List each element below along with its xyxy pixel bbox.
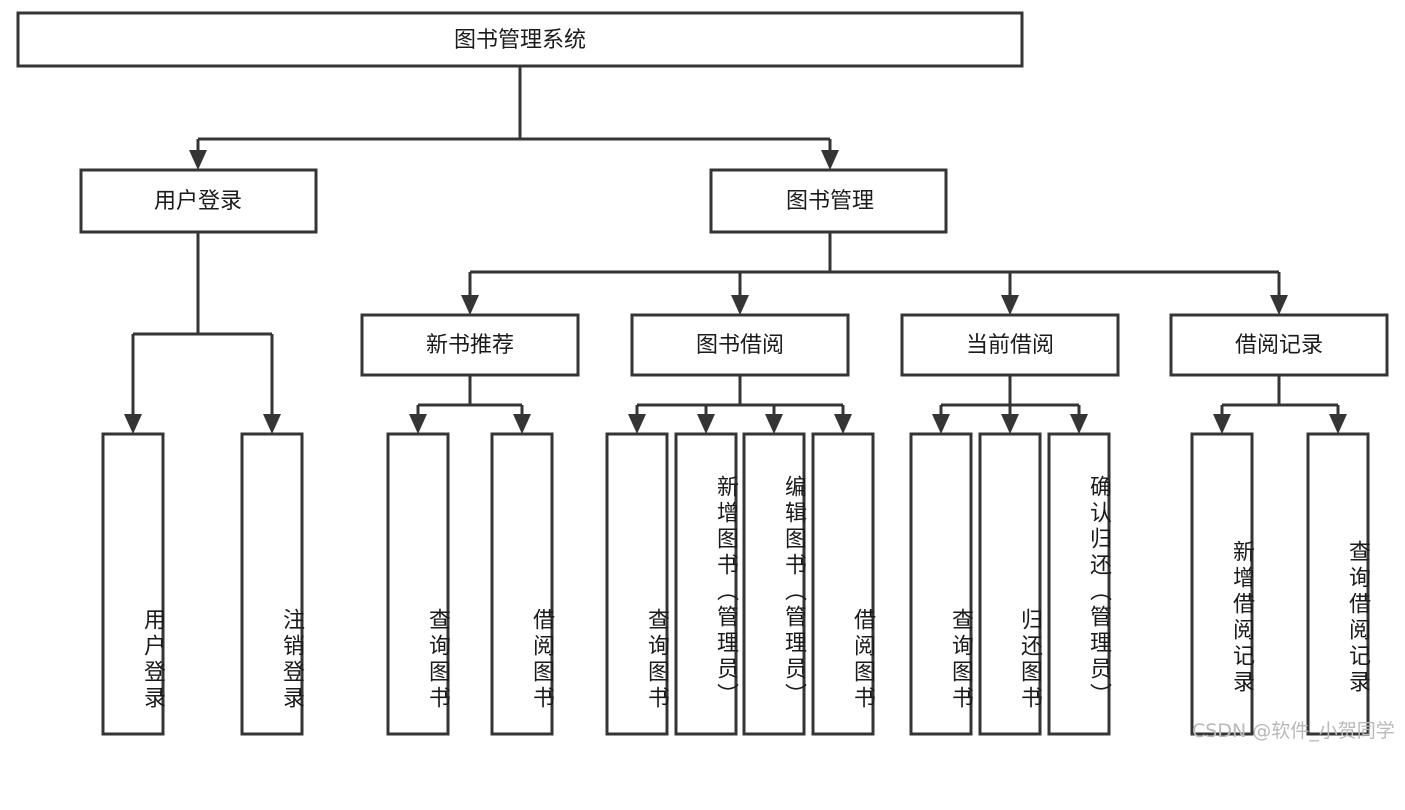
node-root[interactable]: 图书管理系统 xyxy=(16,11,1024,68)
arrow-to-leaf-query-book-2 xyxy=(628,414,646,434)
node-leaf-query-book-2-box[interactable] xyxy=(605,432,669,736)
arrow-to-borrow-record xyxy=(1270,295,1288,315)
node-leaf-borrow-book-2-box[interactable] xyxy=(811,432,875,736)
arrow-to-leaf-user-login xyxy=(124,414,142,434)
node-root-label: 图书管理系统 xyxy=(454,28,586,53)
node-book-manage-label: 图书管理 xyxy=(786,189,874,214)
node-leaf-borrow-book-1-box[interactable] xyxy=(490,432,554,736)
node-book-manage[interactable]: 图书管理 xyxy=(709,168,948,234)
arrow-to-leaf-query-book-1 xyxy=(409,414,427,434)
connector-user-login-to-leaves xyxy=(124,232,281,434)
node-book-borrow-label: 图书借阅 xyxy=(696,333,784,358)
node-borrow-record[interactable]: 借阅记录 xyxy=(1169,313,1389,377)
connector-borrow-record-to-leaves xyxy=(1213,375,1347,434)
node-leaf-edit-book-box[interactable] xyxy=(742,432,806,736)
arrow-to-current-borrow xyxy=(1001,295,1019,315)
node-book-borrow[interactable]: 图书借阅 xyxy=(630,313,850,377)
node-new-book-recommend-label: 新书推荐 xyxy=(426,333,514,358)
arrow-to-leaf-add-book xyxy=(697,414,715,434)
connector-current-borrow-to-leaves xyxy=(932,375,1088,434)
arrow-to-book-borrow xyxy=(731,295,749,315)
arrow-to-leaf-borrow-book-1 xyxy=(513,414,531,434)
node-user-login-label: 用户登录 xyxy=(154,189,242,214)
connector-book-borrow-to-leaves xyxy=(628,375,852,434)
node-leaf-query-book-3-box[interactable] xyxy=(909,432,973,736)
connector-root-to-level2 xyxy=(189,66,839,170)
node-leaf-query-record-box[interactable] xyxy=(1306,432,1370,736)
node-book-borrow-box[interactable] xyxy=(630,313,850,377)
arrow-to-new-book-recommend xyxy=(461,295,479,315)
arrow-to-leaf-edit-book xyxy=(765,414,783,434)
node-borrow-record-label: 借阅记录 xyxy=(1235,333,1323,358)
leaf-boxes xyxy=(101,432,1370,736)
arrow-to-leaf-add-record xyxy=(1213,414,1231,434)
arrow-to-leaf-return-book xyxy=(1001,414,1019,434)
node-leaf-query-book-1-box[interactable] xyxy=(386,432,450,736)
csdn-watermark: CSDN @软件_小贺同学 xyxy=(1192,720,1395,742)
node-leaf-add-record-box[interactable] xyxy=(1190,432,1254,736)
arrow-to-book-manage xyxy=(821,150,839,170)
node-user-login-box[interactable] xyxy=(79,168,318,234)
node-current-borrow-box[interactable] xyxy=(900,313,1120,377)
node-borrow-record-box[interactable] xyxy=(1169,313,1389,377)
node-leaf-confirm-return-box[interactable] xyxy=(1047,432,1111,736)
arrow-to-leaf-query-book-3 xyxy=(932,414,950,434)
arrow-to-leaf-query-record xyxy=(1329,414,1347,434)
node-current-borrow-label: 当前借阅 xyxy=(966,333,1054,358)
node-new-book-recommend[interactable]: 新书推荐 xyxy=(360,313,580,377)
node-root-box[interactable] xyxy=(16,11,1024,68)
arrow-to-leaf-borrow-book-2 xyxy=(834,414,852,434)
node-leaf-add-book-box[interactable] xyxy=(674,432,738,736)
arrow-to-leaf-confirm-return xyxy=(1070,414,1088,434)
node-leaf-user-logout-box[interactable] xyxy=(240,432,304,736)
connector-new-book-recommend-to-leaves xyxy=(409,375,531,434)
connector-book-manage-to-level3 xyxy=(461,232,1288,315)
node-current-borrow[interactable]: 当前借阅 xyxy=(900,313,1120,377)
node-book-manage-box[interactable] xyxy=(709,168,948,234)
node-leaf-user-login-box[interactable] xyxy=(101,432,165,736)
arrow-to-leaf-user-logout xyxy=(263,414,281,434)
functional-structure-diagram: 图书管理系统 用户登录 图书管理 新书推荐 图书借阅 当前借阅 借阅记录 xyxy=(16,11,1395,742)
tree-diagram-svg: 图书管理系统 用户登录 图书管理 新书推荐 图书借阅 当前借阅 借阅记录 xyxy=(16,11,1389,736)
node-leaf-return-book-box[interactable] xyxy=(978,432,1042,736)
arrow-to-user-login xyxy=(189,150,207,170)
node-user-login[interactable]: 用户登录 xyxy=(79,168,318,234)
node-new-book-recommend-box[interactable] xyxy=(360,313,580,377)
